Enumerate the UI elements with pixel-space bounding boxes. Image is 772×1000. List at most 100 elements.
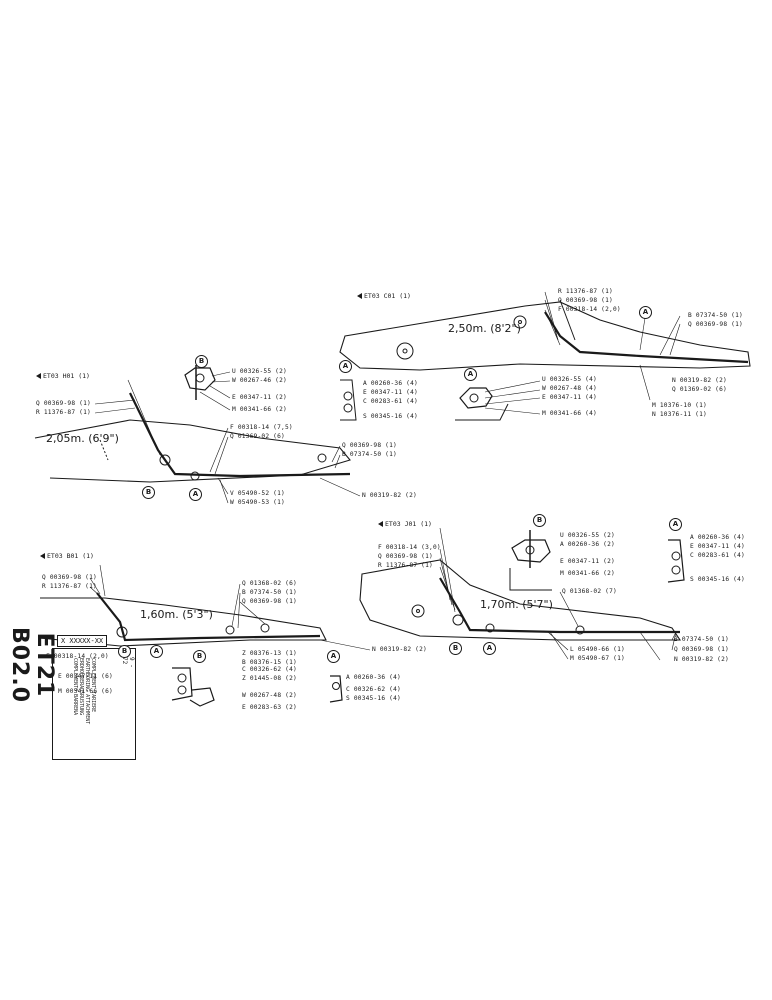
marker-a: A <box>669 518 682 531</box>
marker-a: A <box>483 642 496 655</box>
label-b2-b01: B 08376-15 (1) <box>242 659 297 666</box>
label-q3-j01: Q 00369-98 (1) <box>674 646 729 653</box>
detail-a-small <box>329 675 343 703</box>
label-n-j01: N 00319-82 (2) <box>674 656 729 663</box>
label-w-h01: W 05490-53 (1) <box>230 499 285 506</box>
marker-a: A <box>189 488 202 501</box>
marker-a: A <box>150 645 163 658</box>
detail-b-b01 <box>171 667 215 707</box>
label-b-j01: B 07374-50 (1) <box>674 636 729 643</box>
detail-a-small-2: C 00326-62 (4) <box>346 686 401 693</box>
detail-b-j01-3: E 00347-11 (2) <box>560 558 615 565</box>
detail-b-j01-4: M 00341-66 (2) <box>560 570 615 577</box>
detail-a-label-4: M 00341-66 (4) <box>542 410 597 417</box>
marker-a: A <box>339 360 352 373</box>
dim-j01: 1,70m. (5'7") <box>480 598 553 611</box>
flag-icon <box>378 521 383 527</box>
label-n2-c01: N 10376-11 (1) <box>652 411 707 418</box>
detail-a-left-1: A 00260-36 (4) <box>363 380 418 387</box>
label-n-h01: N 00319-82 (2) <box>362 492 417 499</box>
detail-a-j01 <box>667 539 685 583</box>
label-q-c01: Q 00369-98 (1) <box>558 297 613 304</box>
ref-h01: ET03 H01 (1) <box>36 372 90 380</box>
label-q3-c01: Q 01369-02 (6) <box>672 386 727 393</box>
detail-b-j01-1: U 00326-55 (2) <box>560 532 615 539</box>
label-f-j01: F 00318-14 (3,0) <box>378 544 441 551</box>
ref-c01: ET03 C01 (1) <box>357 292 411 300</box>
flag-icon <box>357 293 362 299</box>
label-f-c01: F 00318-14 (2,0) <box>558 306 621 313</box>
label-f-h01: F 00318-14 (7,5) <box>230 424 293 431</box>
label-q2-c01: Q 00369-98 (1) <box>688 321 743 328</box>
detail-a-label-1: U 00326-55 (4) <box>542 376 597 383</box>
label-b-h01: B 07374-50 (1) <box>342 451 397 458</box>
label-b-c01: B 07374-50 (1) <box>688 312 743 319</box>
label-b-b01: B 07374-50 (1) <box>242 589 297 596</box>
label-q-h01: Q 00369-98 (1) <box>36 400 91 407</box>
boom-h01 <box>34 392 351 483</box>
detail-left-b01-2: M 00341-66 (6) <box>58 688 113 695</box>
part-code: X XXXXX-XX <box>57 635 108 647</box>
label-n-c01: N 00319-82 (2) <box>672 377 727 384</box>
leader-lines <box>89 291 681 661</box>
detail-b-b01-3: W 00267-48 (2) <box>242 692 297 699</box>
label-m-j01: M 05490-67 (1) <box>570 655 625 662</box>
label-q2-j01: Q 01368-02 (7) <box>562 588 617 595</box>
detail-a-j01-2: E 00347-11 (4) <box>690 543 745 550</box>
dim-b01: 1,60m. (5'3") <box>140 608 213 621</box>
marker-b: B <box>449 642 462 655</box>
detail-b-h01-3: E 00347-11 (2) <box>232 394 287 401</box>
label-q3-h01: Q 00369-98 (1) <box>342 442 397 449</box>
label-m-c01: M 10376-10 (1) <box>652 402 707 409</box>
detail-b-b01-2: Z 01445-08 (2) <box>242 675 297 682</box>
detail-b-h01-4: M 00341-66 (2) <box>232 406 287 413</box>
detail-b-h01 <box>184 365 216 400</box>
label-n-b01: N 00319-82 (2) <box>372 646 427 653</box>
label-v-h01: V 05490-52 (1) <box>230 490 285 497</box>
sheet-date: 9 - 72 <box>121 657 135 668</box>
marker-b: B <box>118 645 131 658</box>
label-r-b01: R 11376-87 (1) <box>42 583 97 590</box>
label-r-c01: R 11376-87 (1) <box>558 288 613 295</box>
label-z-b01: Z 08376-13 (1) <box>242 650 297 657</box>
dim-c01: 2,50m. (8'2") <box>448 322 521 335</box>
detail-b-h01-1: U 00326-55 (2) <box>232 368 287 375</box>
title-block: X XXXXX-XX 9 - 72 COMPLEMENT TARIERE EAR… <box>52 635 136 760</box>
detail-a-label-2: W 00267-48 (4) <box>542 385 597 392</box>
detail-a-left-3: C 00283-61 (4) <box>363 398 418 405</box>
detail-a-small-1: A 00260-36 (4) <box>346 674 401 681</box>
flag-icon <box>36 373 41 379</box>
detail-b-h01-2: W 00267-46 (2) <box>232 377 287 384</box>
label-q-j01: Q 00369-98 (1) <box>378 553 433 560</box>
label-f-b01: F 00318-14 (2,0) <box>46 653 109 660</box>
label-q2-h01: Q 01369-02 (6) <box>230 433 285 440</box>
marker-a: A <box>639 306 652 319</box>
detail-b-b01-4: E 00283-63 (2) <box>242 704 297 711</box>
label-r-j01: R 11376-87 (1) <box>378 562 433 569</box>
flag-icon <box>40 553 45 559</box>
detail-a-left-4: S 00345-16 (4) <box>363 413 418 420</box>
label-l-j01: L 05490-66 (1) <box>570 646 625 653</box>
marker-b: B <box>195 355 208 368</box>
detail-b-j01-2: A 00260-36 (2) <box>560 541 615 548</box>
detail-a-label-3: E 00347-11 (4) <box>542 394 597 401</box>
detail-left-b01-1: E 00347-11 (6) <box>58 673 113 680</box>
ref-j01: ET03 J01 (1) <box>378 520 432 528</box>
marker-b: B <box>193 650 206 663</box>
detail-a-j01-3: C 00283-61 (4) <box>690 552 745 559</box>
marker-a: A <box>327 650 340 663</box>
label-r-h01: R 11376-87 (1) <box>36 409 91 416</box>
label-q3-b01: Q 00369-98 (1) <box>242 598 297 605</box>
detail-a-left-2: E 00347-11 (4) <box>363 389 418 396</box>
detail-a-j01-4: S 00345-16 (4) <box>690 576 745 583</box>
dim-h01: 2,05m. (6'9") <box>46 432 119 445</box>
boom-b01 <box>39 592 327 647</box>
marker-a: A <box>464 368 477 381</box>
sheet-code: ET21 B02.0 <box>7 626 57 704</box>
marker-b: B <box>533 514 546 527</box>
detail-b-b01-1: C 00326-62 (4) <box>242 666 297 673</box>
detail-a-c01 <box>340 379 509 421</box>
detail-a-j01-1: A 00260-36 (4) <box>690 534 745 541</box>
detail-a-small-3: S 00345-16 (4) <box>346 695 401 702</box>
